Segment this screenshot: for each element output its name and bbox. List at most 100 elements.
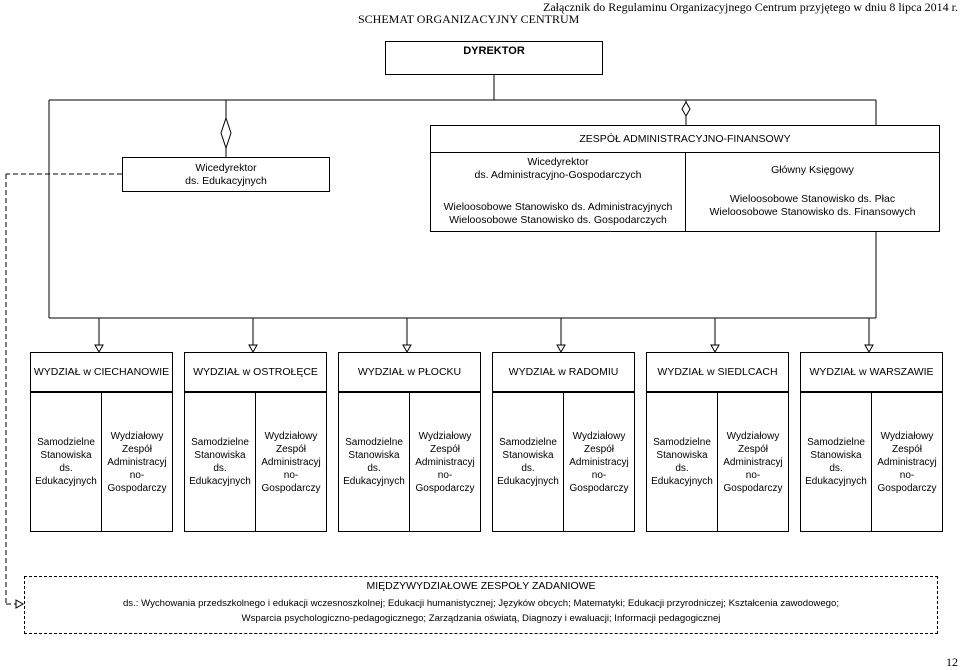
edu-posts-line: ds. (829, 463, 843, 474)
admin-team-line: no- (591, 469, 607, 481)
vice-admin: Wicedyrektor ds. Administracyjno-Gospoda… (431, 156, 685, 182)
edu-posts-line: Edukacyjnych (189, 476, 251, 487)
edu-posts-line: Samodzielne (807, 437, 865, 448)
multi-fin-line2: Wieloosobowe Stanowisko ds. Finansowych (709, 206, 916, 218)
admin-team-line: Wydziałowy (418, 430, 472, 442)
multi-fin: Wieloosobowe Stanowisko ds. Płac Wieloos… (686, 193, 939, 219)
admin-team-line: Zespół (275, 443, 306, 455)
edu-posts-line: Samodzielne (37, 437, 95, 448)
edu-posts-line: Edukacyjnych (651, 476, 713, 487)
admin-team-line: Administracyj (261, 456, 321, 468)
edu-posts-line: Samodzielne (191, 437, 249, 448)
chief-accountant: Główny Księgowy (686, 164, 939, 177)
director-label: DYREKTOR (463, 44, 525, 57)
admin-team-title: ZESPÓŁ ADMINISTRACYJNO-FINANSOWY (431, 126, 939, 153)
department-header: WYDZIAŁ w PŁOCKU (338, 352, 481, 392)
director-box: DYREKTOR (385, 41, 603, 75)
edu-posts-line: Stanowiska (194, 450, 246, 461)
edu-posts-line: Stanowiska (40, 450, 92, 461)
admin-team-line: no- (283, 469, 299, 481)
edu-posts-line: Samodzielne (499, 437, 557, 448)
admin-team-line: Administracyj (877, 456, 937, 468)
edu-posts-line: Edukacyjnych (805, 476, 867, 487)
edu-posts-line: Stanowiska (810, 450, 862, 461)
admin-team-line: Administracyj (415, 456, 475, 468)
admin-team-left: Wicedyrektor ds. Administracyjno-Gospoda… (431, 153, 686, 232)
admin-team-line: Wydziałowy (880, 430, 934, 442)
department-name: WYDZIAŁ w WARSZAWIE (809, 365, 934, 378)
chief-accountant-text: Główny Księgowy (771, 164, 854, 176)
admin-team-line: no- (437, 469, 453, 481)
admin-team-line: Zespół (121, 443, 152, 455)
admin-team-line: Gospodarczy (569, 482, 629, 494)
inter-teams-line2: Wsparcia psychologiczno-pedagogicznego; … (25, 612, 937, 625)
edu-posts-line: ds. (521, 463, 535, 474)
edu-posts-line: Edukacyjnych (35, 476, 97, 487)
edu-posts-line: Samodzielne (653, 437, 711, 448)
admin-team-line: Gospodarczy (723, 482, 783, 494)
admin-team-line: no- (745, 469, 761, 481)
department-name: WYDZIAŁ w SIEDLCACH (657, 365, 778, 378)
admin-team-line: Administracyj (107, 456, 167, 468)
admin-team-line: Gospodarczy (877, 482, 937, 494)
inter-teams-title: MIĘDZYWYDZIAŁOWE ZESPOŁY ZADANIOWE (25, 580, 937, 593)
admin-team-line: Gospodarczy (261, 482, 321, 494)
edu-posts-line: Edukacyjnych (343, 476, 405, 487)
admin-team-line: Wydziałowy (110, 430, 164, 442)
department-header: WYDZIAŁ w RADOMIU (492, 352, 635, 392)
inter-teams-title-text: MIĘDZYWYDZIAŁOWE ZESPOŁY ZADANIOWE (366, 580, 596, 592)
page-number: 12 (946, 655, 958, 669)
vice-edu-line2: ds. Edukacyjnych (185, 174, 267, 187)
vice-admin-line2: ds. Administracyjno-Gospodarczych (474, 169, 642, 181)
annex-note: Załącznik do Regulaminu Organizacyjnego … (543, 0, 958, 14)
department-header: WYDZIAŁ w WARSZAWIE (800, 352, 943, 392)
edu-posts-line: ds. (675, 463, 689, 474)
department-name: WYDZIAŁ w RADOMIU (508, 365, 619, 378)
edu-posts-line: Edukacyjnych (497, 476, 559, 487)
admin-team-line: Gospodarczy (415, 482, 475, 494)
admin-team-line: Gospodarczy (107, 482, 167, 494)
department-name: WYDZIAŁ w OSTROŁĘCE (193, 365, 318, 378)
page-title: SCHEMAT ORGANIZACYJNY CENTRUM (358, 12, 580, 26)
multi-fin-line1: Wieloosobowe Stanowisko ds. Płac (729, 193, 896, 205)
admin-team-line: Zespół (891, 443, 922, 455)
edu-posts-line: Stanowiska (656, 450, 708, 461)
vice-admin-line1: Wicedyrektor (527, 156, 589, 168)
admin-team-line: Zespół (583, 443, 614, 455)
multi-admin: Wieloosobowe Stanowisko ds. Administracy… (431, 201, 685, 227)
admin-team-line: Administracyj (569, 456, 629, 468)
admin-team-line: Administracyj (723, 456, 783, 468)
department-name: WYDZIAŁ w CIECHANOWIE (33, 365, 170, 378)
inter-teams-line1-text: ds.: Wychowania przedszkolnego i edukacj… (122, 598, 840, 609)
department-header: WYDZIAŁ w SIEDLCACH (646, 352, 789, 392)
admin-team-line: Zespół (429, 443, 460, 455)
department-header: WYDZIAŁ w CIECHANOWIE (30, 352, 173, 392)
edu-posts-line: Samodzielne (345, 437, 403, 448)
department-name: WYDZIAŁ w PŁOCKU (357, 365, 462, 378)
admin-finance-team: ZESPÓŁ ADMINISTRACYJNO-FINANSOWY Wicedyr… (430, 125, 940, 232)
admin-team-title-text: ZESPÓŁ ADMINISTRACYJNO-FINANSOWY (579, 132, 791, 145)
department-header: WYDZIAŁ w OSTROŁĘCE (184, 352, 327, 392)
edu-posts-line: ds. (367, 463, 381, 474)
vice-edu-line1: Wicedyrektor (195, 161, 257, 174)
admin-team-line: Wydziałowy (572, 430, 626, 442)
edu-posts-line: ds. (213, 463, 227, 474)
admin-team-line: Zespół (737, 443, 768, 455)
admin-team-line: Wydziałowy (264, 430, 318, 442)
vice-director-edu-box: Wicedyrektor ds. Edukacyjnych (122, 157, 330, 192)
